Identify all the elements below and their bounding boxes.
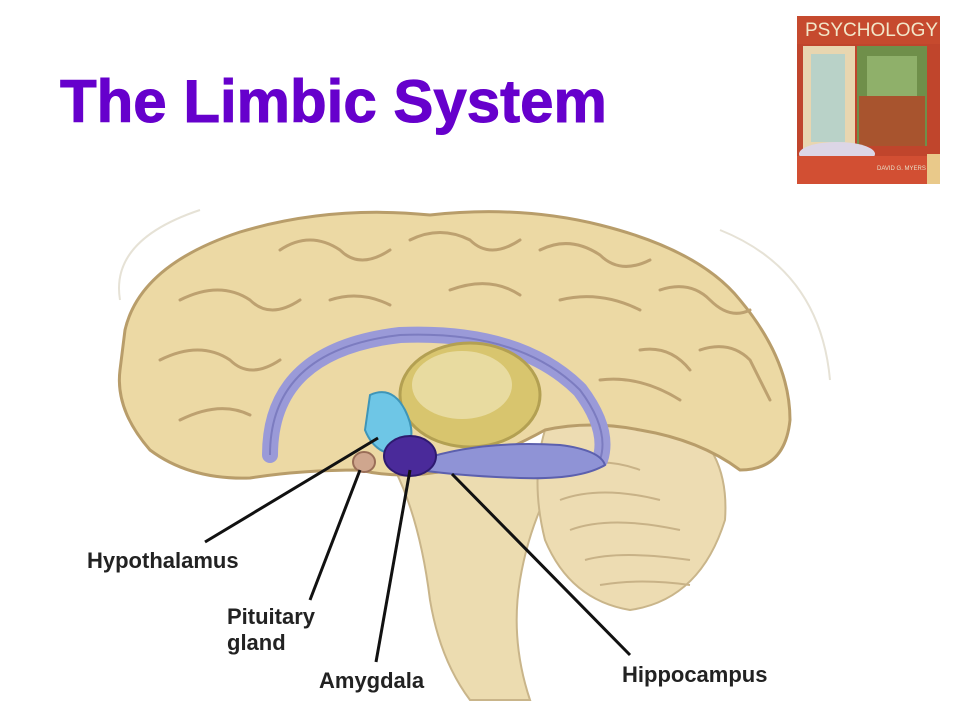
amygdala-leader xyxy=(374,469,412,663)
pituitary-leader xyxy=(308,469,362,601)
background-sketch xyxy=(118,209,201,301)
cortex-folds xyxy=(158,231,772,422)
amygdala-label: Amygdala xyxy=(319,668,425,693)
book-cover-image: PSYCHOLOGY DAVID G. MYERS xyxy=(797,16,940,184)
hippocampus-leader xyxy=(450,472,632,657)
background-sketch xyxy=(719,229,831,381)
book-cover-author: DAVID G. MYERS xyxy=(877,166,926,172)
leader-lines xyxy=(204,436,632,663)
hypothalamus-label: Hypothalamus xyxy=(87,548,239,573)
slide-title: The Limbic System xyxy=(60,68,608,136)
hypothalamus-leader xyxy=(204,436,379,544)
hippocampus-label: Hippocampus xyxy=(622,662,768,687)
book-cover-art xyxy=(797,16,940,184)
pituitary-gland xyxy=(352,451,376,473)
thalamus-highlight xyxy=(412,351,512,419)
brainstem xyxy=(393,469,562,701)
pituitary-gland-label: Pituitary gland xyxy=(227,604,316,655)
hippocampus xyxy=(419,443,607,480)
limbic-band-edge xyxy=(269,333,604,461)
book-cover-title: PSYCHOLOGY xyxy=(805,20,939,41)
